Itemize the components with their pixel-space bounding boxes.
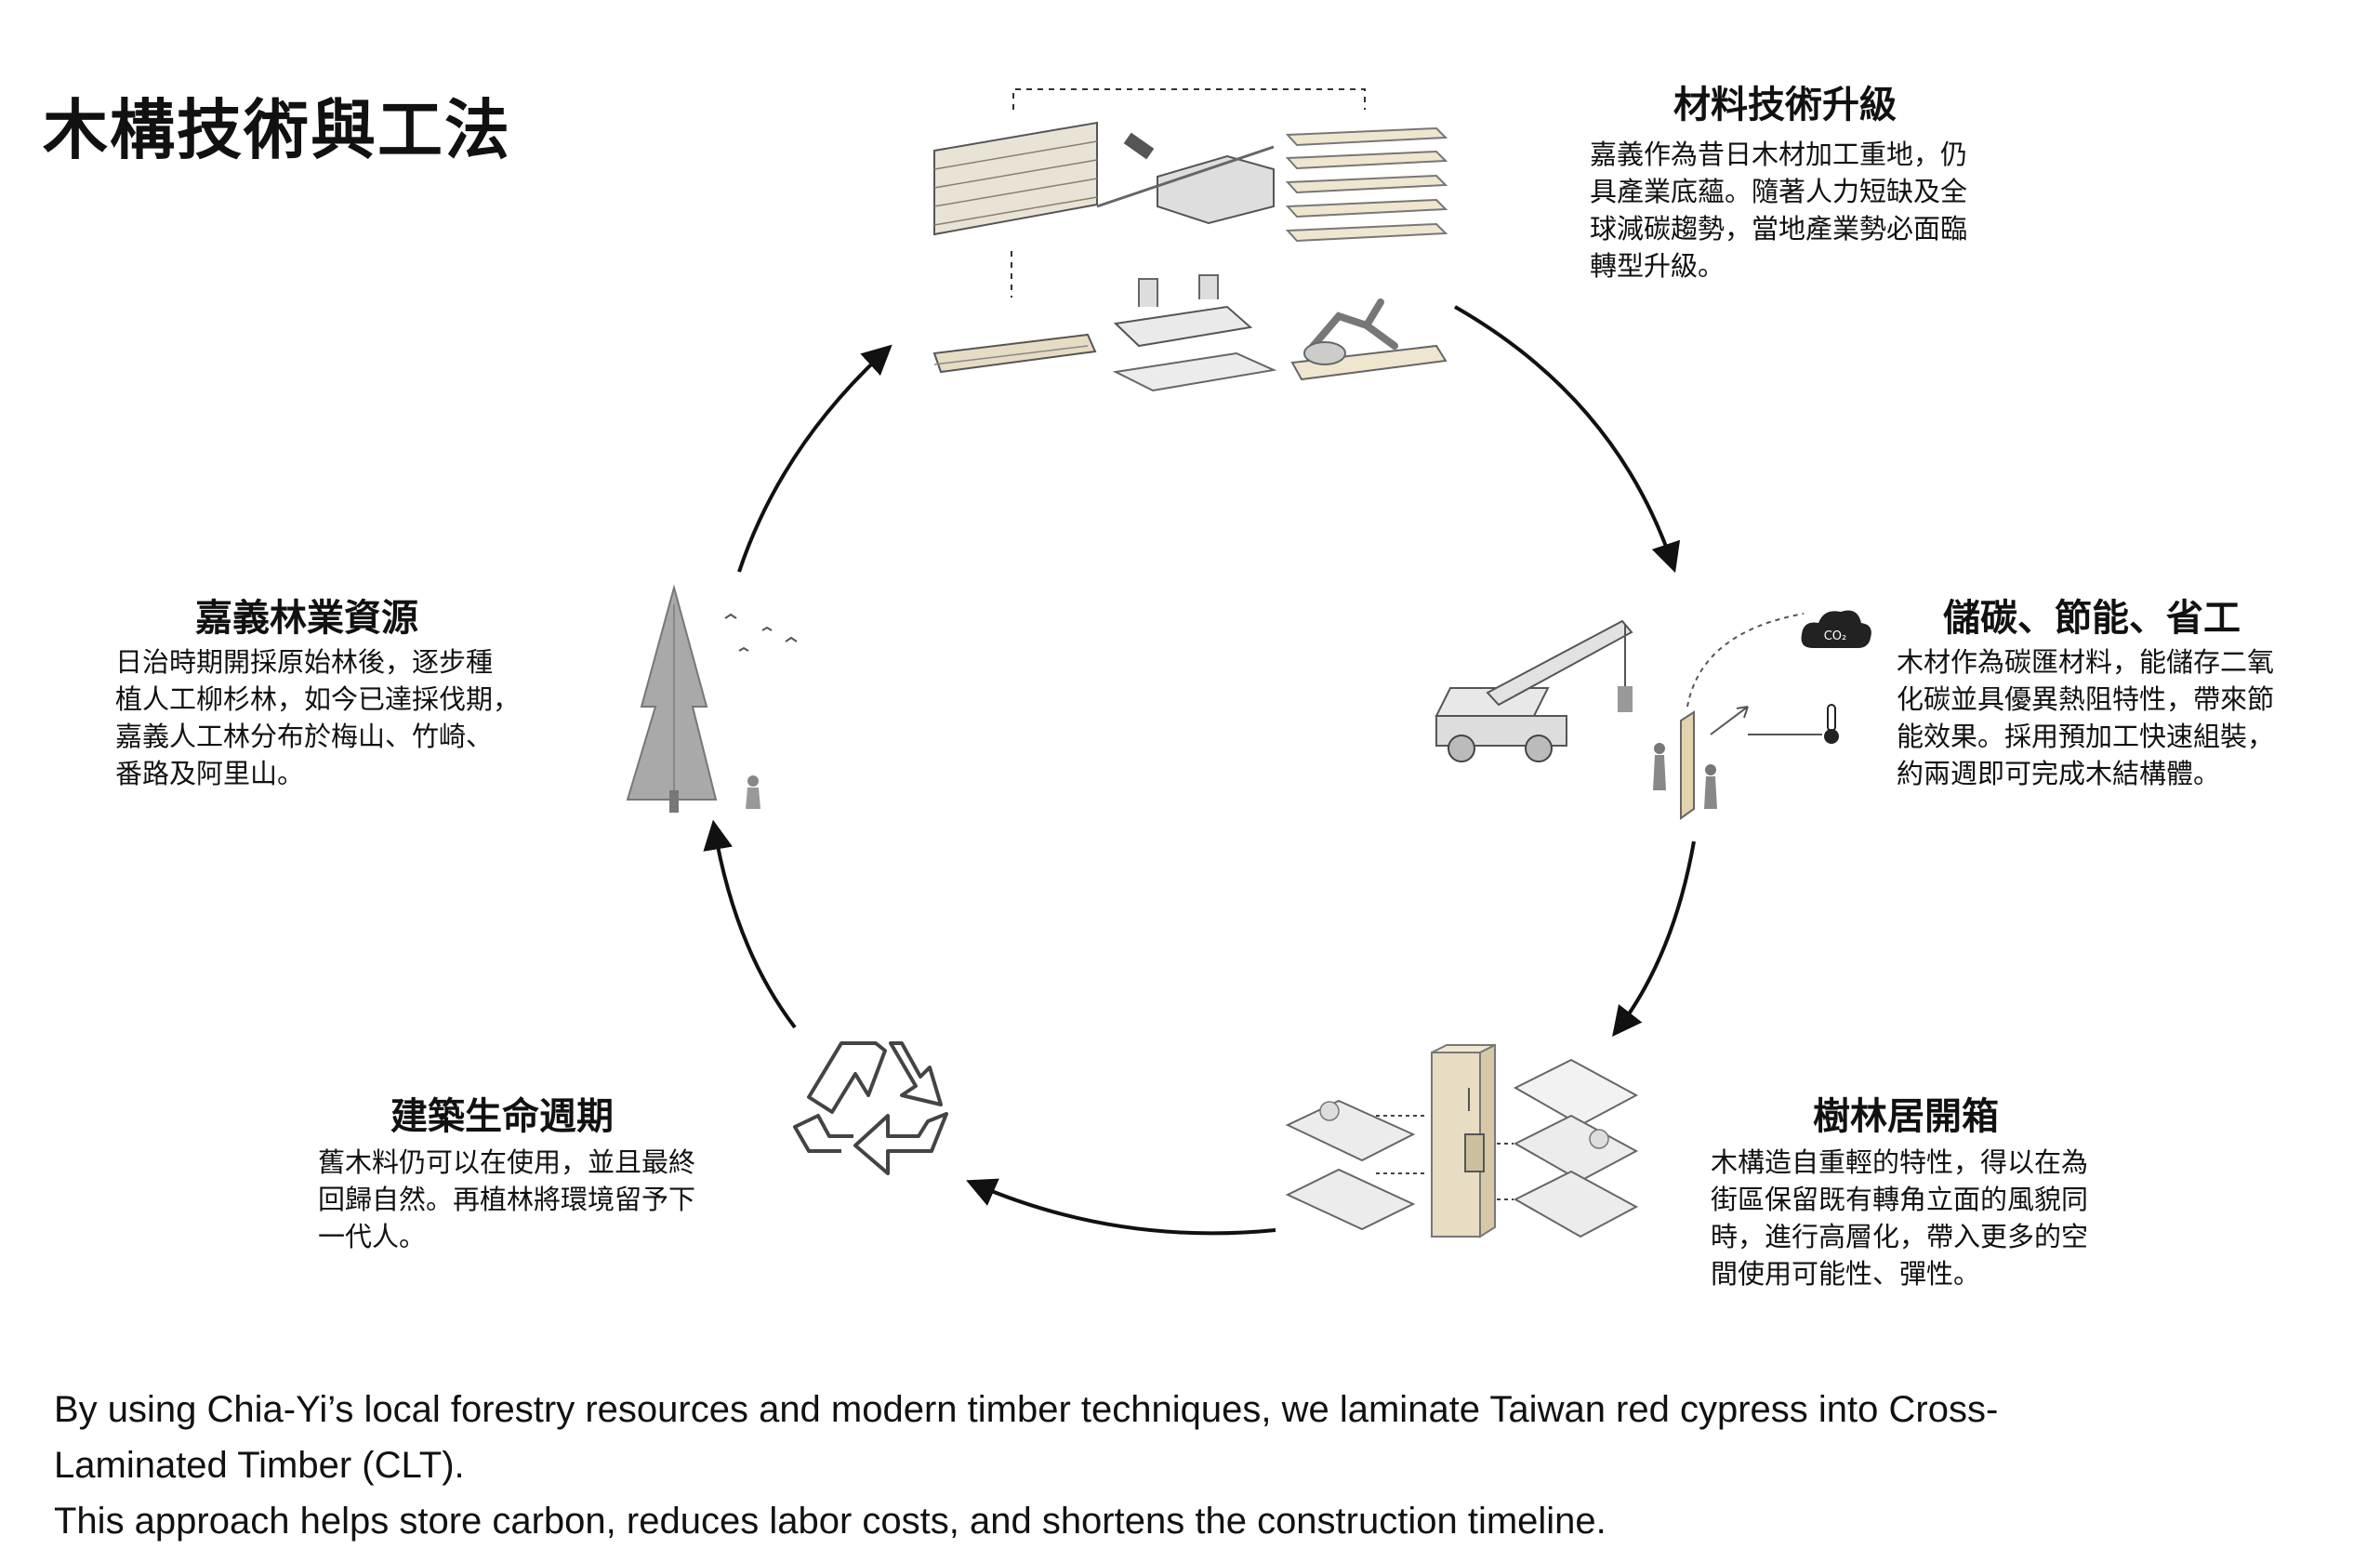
forestry-line: 番路及阿里山。 <box>115 758 305 789</box>
thermometer-icon <box>1824 704 1839 744</box>
forestry-line: 日治時期開採原始林後，逐步種 <box>115 646 494 678</box>
forestry-title: 嘉義林業資源 <box>195 597 418 640</box>
exploded-building-axonometric <box>1285 1043 1639 1238</box>
materials-title: 材料技術升級 <box>1673 84 1897 126</box>
materials-line: 具產業底蘊。隨著人力短缺及全 <box>1590 176 1968 207</box>
box-line: 間使用可能性、彈性。 <box>1711 1258 1981 1290</box>
carbon-body: 木材作為碳匯材料，能儲存二氧 化碳並具優異熱阻特性，帶來節 能效果。採用預加工快… <box>1897 643 2274 792</box>
arrow-lifecycle-to-forestry <box>703 819 797 1029</box>
box-title: 樹林居開箱 <box>1813 1095 1999 1138</box>
arrow-box-to-lifecycle <box>966 1178 1276 1236</box>
box-line: 街區保留既有轉角立面的風貌同 <box>1711 1184 2089 1215</box>
footer-text: By using Chia-Yi’s local forestry resour… <box>54 1382 2341 1549</box>
co2-label: CO₂ <box>1824 629 1847 643</box>
materials-body: 嘉義作為昔日木材加工重地，仍 具產業底蘊。隨著人力短缺及全 球減碳趨勢，當地產業… <box>1590 136 1967 285</box>
footer-line: By using Chia-Yi’s local forestry resour… <box>54 1389 1999 1430</box>
footer-line: Laminated Timber (CLT). <box>54 1445 465 1486</box>
forestry-line: 植人工柳杉林，如今已達採伐期， <box>115 683 521 715</box>
timber-wall-illustration <box>1653 613 1822 820</box>
timber-processing-illustration <box>932 88 1448 392</box>
materials-line: 轉型升級。 <box>1590 250 1726 282</box>
materials-line: 嘉義作為昔日木材加工重地，仍 <box>1590 139 1968 170</box>
arrow-forestry-to-materials <box>737 344 892 573</box>
co2-cloud-icon: CO₂ <box>1801 610 1871 648</box>
lifecycle-title: 建築生命週期 <box>390 1095 614 1138</box>
box-body: 木構造自重輕的特性，得以在為 街區保留既有轉角立面的風貌同 時，進行高層化，帶入… <box>1711 1144 2088 1292</box>
cypress-tree-illustration <box>626 584 798 813</box>
crane-construction-illustration <box>1435 619 1633 762</box>
lifecycle-body: 舊木料仍可以在使用，並且最終 回歸自然。再植林將環境留予下 一代人。 <box>318 1144 695 1255</box>
lifecycle-line: 舊木料仍可以在使用，並且最終 <box>318 1146 696 1178</box>
carbon-line: 化碳並具優異熱阻特性，帶來節 <box>1897 683 2275 715</box>
box-line: 時，進行高層化，帶入更多的空 <box>1711 1221 2089 1252</box>
recycle-icon <box>793 1041 948 1175</box>
page-title: 木構技術與工法 <box>43 92 511 168</box>
footer-line: This approach helps store carbon, reduce… <box>54 1501 1606 1542</box>
forestry-line: 嘉義人工林分布於梅山、竹崎、 <box>115 721 494 752</box>
carbon-line: 木材作為碳匯材料，能儲存二氧 <box>1897 646 2275 678</box>
arrow-materials-to-carbon <box>1454 305 1681 574</box>
carbon-line: 約兩週即可完成木結構體。 <box>1897 758 2221 789</box>
carbon-title: 儲碳、節能、省工 <box>1943 597 2241 640</box>
carbon-line: 能效果。採用預加工快速組裝， <box>1897 721 2275 752</box>
lifecycle-line: 一代人。 <box>318 1221 427 1252</box>
arrow-carbon-to-box <box>1612 841 1696 1038</box>
box-line: 木構造自重輕的特性，得以在為 <box>1711 1146 2089 1178</box>
lifecycle-line: 回歸自然。再植林將環境留予下 <box>318 1184 696 1215</box>
materials-line: 球減碳趨勢，當地產業勢必面臨 <box>1590 213 1968 245</box>
forestry-body: 日治時期開採原始林後，逐步種 植人工柳杉林，如今已達採伐期， 嘉義人工林分布於梅… <box>115 643 520 792</box>
